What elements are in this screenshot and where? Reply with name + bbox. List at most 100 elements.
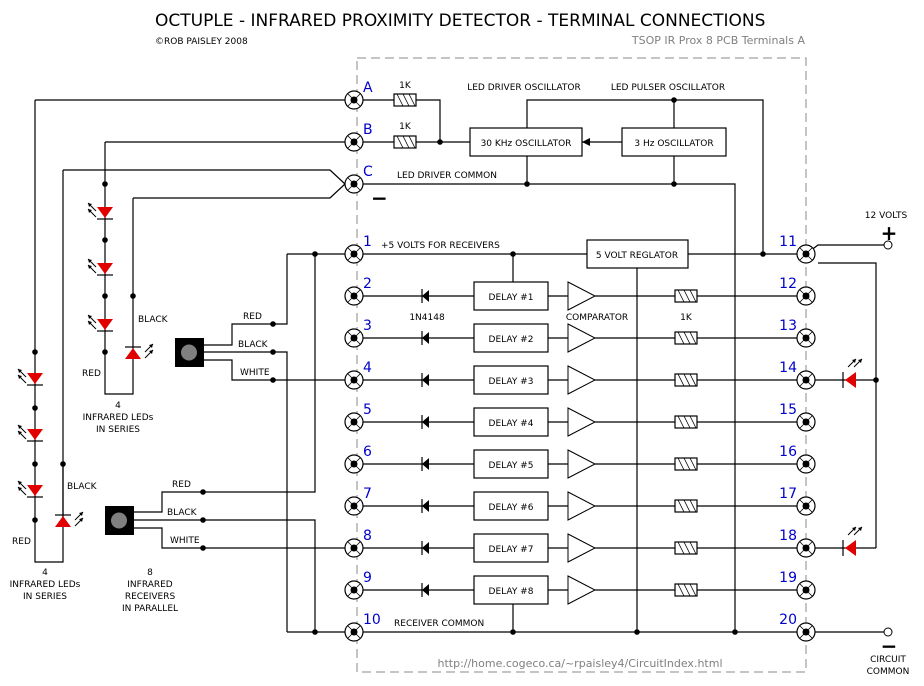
wire-a-internal xyxy=(354,99,441,142)
rx-bottom-red-label: RED xyxy=(172,480,191,490)
comparator-icon xyxy=(567,323,597,353)
terminal-center xyxy=(350,138,358,146)
copyright: ©ROB PAISLEY 2008 xyxy=(155,37,248,47)
led-icon xyxy=(845,540,856,556)
terminal-number-2: 2 xyxy=(363,276,372,292)
terminal xyxy=(796,286,816,306)
terminal-number-13: 13 xyxy=(779,318,797,334)
wire-rx-top-white xyxy=(203,359,354,381)
terminal-center xyxy=(802,418,810,426)
resistor xyxy=(674,289,698,303)
terminal-number-A: A xyxy=(363,80,373,96)
terminal-center xyxy=(802,586,810,594)
resistor-body xyxy=(674,541,698,555)
wires xyxy=(32,97,886,635)
terminal xyxy=(344,286,364,306)
led-arrowheads xyxy=(88,203,92,213)
terminal xyxy=(796,370,816,390)
wire-rx-top-black xyxy=(203,351,288,632)
junction-dot xyxy=(130,293,136,299)
junction-dot xyxy=(270,377,276,383)
rx-bottom-count: 8 xyxy=(147,568,153,578)
osc-30khz-box xyxy=(469,127,583,157)
terminal-number-17: 17 xyxy=(779,486,797,502)
receiver-common-label: RECEIVER COMMON xyxy=(394,619,484,629)
terminal-center xyxy=(350,418,358,426)
delay-label-3: DELAY #3 xyxy=(489,377,534,387)
led-icon xyxy=(27,485,43,496)
terminal-number-7: 7 xyxy=(363,486,372,502)
comparator-label: COMPARATOR xyxy=(566,313,628,323)
terminal-number-C: C xyxy=(363,164,373,180)
diode-icon xyxy=(422,290,429,302)
terminal xyxy=(344,132,364,152)
terminal-number-12: 12 xyxy=(779,276,797,292)
terminal-center xyxy=(802,292,810,300)
diode-label: 1N4148 xyxy=(409,313,445,323)
circuit-common-label-1: CIRCUIT xyxy=(870,655,906,665)
led-bottom-red-label: RED xyxy=(12,537,31,547)
resistor xyxy=(674,457,698,471)
terminal-number-5: 5 xyxy=(363,402,372,418)
resistor-hatch xyxy=(677,289,697,303)
terminal xyxy=(796,496,816,516)
rx-bottom-line2: RECEIVERS xyxy=(125,592,176,602)
wire-led-top-loop xyxy=(104,296,134,395)
terminal xyxy=(796,328,816,348)
wire-rx-bottom-red xyxy=(133,254,316,513)
v12-terminal xyxy=(883,240,893,250)
terminal-number-15: 15 xyxy=(779,402,797,418)
junction-dot xyxy=(671,181,677,187)
terminal xyxy=(344,412,364,432)
rx-bottom-line1: INFRARED xyxy=(127,580,173,590)
wire-led-common xyxy=(354,183,736,632)
subtitle: TSOP IR Prox 8 PCB Terminals A xyxy=(631,34,806,47)
junction-dot xyxy=(102,293,108,299)
led-top-line1: INFRARED LEDs xyxy=(83,413,154,423)
resistor xyxy=(674,499,698,513)
terminal xyxy=(344,244,364,264)
terminal-number-16: 16 xyxy=(779,444,797,460)
terminal xyxy=(796,244,816,264)
diode-icon xyxy=(422,500,429,512)
resistor-hatch xyxy=(396,93,416,107)
resistor-b-label: 1K xyxy=(399,122,412,132)
terminal-center xyxy=(350,502,358,510)
terminal-number-11: 11 xyxy=(779,234,797,250)
rx-top-black-label: BLACK xyxy=(238,340,269,350)
terminal-number-8: 8 xyxy=(363,528,372,544)
junction-dot xyxy=(200,517,206,523)
junction-dot xyxy=(32,405,38,411)
resistor-body xyxy=(393,93,417,107)
osc-3hz-label: 3 Hz OSCILLATOR xyxy=(634,139,713,149)
diode-icon xyxy=(422,332,429,344)
terminal xyxy=(344,622,364,642)
led-driver-common-label: LED DRIVER COMMON xyxy=(397,171,497,181)
terminal xyxy=(344,174,364,194)
terminal-center xyxy=(802,628,810,636)
led-icon xyxy=(97,319,113,330)
junction-dot xyxy=(634,629,640,635)
resistor xyxy=(393,135,417,149)
led-arrowheads xyxy=(18,481,22,491)
rx-top-white-label: WHITE xyxy=(240,368,270,378)
led-icon xyxy=(55,516,71,527)
resistor xyxy=(674,541,698,555)
delay-label-4: DELAY #4 xyxy=(489,419,534,429)
terminal-number-9: 9 xyxy=(363,570,372,586)
led-arrowheads xyxy=(18,369,22,379)
osc-30khz-label: 30 KHz OSCILLATOR xyxy=(481,139,572,149)
delay-box-3 xyxy=(473,365,549,395)
resistor-body xyxy=(674,373,698,387)
terminal-center xyxy=(350,460,358,468)
led-arrowheads xyxy=(852,527,862,531)
terminal-number-B: B xyxy=(363,122,373,138)
terminal-center xyxy=(350,96,358,104)
wire-rx-bottom-white xyxy=(133,527,354,549)
resistor xyxy=(674,583,698,597)
delay-box-2 xyxy=(473,323,549,353)
resistor-body xyxy=(674,415,698,429)
ir-receiver-lens xyxy=(181,344,197,361)
diode-icon xyxy=(422,542,429,554)
junction-dot xyxy=(60,461,66,467)
